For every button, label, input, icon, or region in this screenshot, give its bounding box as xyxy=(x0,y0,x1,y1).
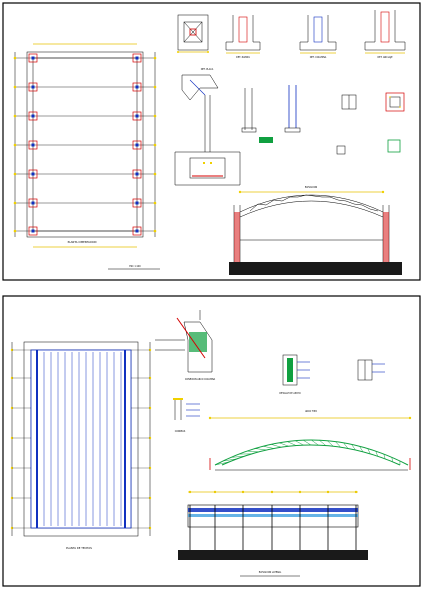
truss-member xyxy=(247,450,260,453)
axis-marker xyxy=(153,114,157,118)
footing xyxy=(28,53,38,63)
column-base xyxy=(31,201,35,205)
truss-member xyxy=(295,440,304,446)
truss-member xyxy=(375,451,378,457)
truss-member xyxy=(327,440,334,447)
axis-marker xyxy=(13,229,17,233)
elevation-title-1: ELEVACION xyxy=(305,186,318,189)
footing xyxy=(28,198,38,208)
axis-marker xyxy=(13,143,17,147)
axis-marker xyxy=(13,56,17,60)
arch-truss: ARCO TIPO xyxy=(208,410,412,471)
truss-member xyxy=(303,439,312,446)
green-plate xyxy=(259,137,273,143)
purlin-detail: CORREAS xyxy=(173,398,200,433)
footing xyxy=(132,82,142,92)
truss-member xyxy=(311,439,319,446)
bolt-details xyxy=(336,92,405,155)
column-base xyxy=(135,85,139,89)
column-base xyxy=(135,172,139,176)
truss-member xyxy=(263,446,274,449)
footing-detail xyxy=(177,14,209,53)
column-base xyxy=(31,172,35,176)
footing xyxy=(132,111,142,121)
detail-3-label: DET. ANCLAJE xyxy=(378,56,394,59)
foundation-plan: PLANTA CIMENTACION ESC 1:100 xyxy=(13,43,160,270)
footing xyxy=(132,53,142,63)
column-base xyxy=(31,143,35,147)
connection-2-label: DETALLE DE APOYO xyxy=(279,392,301,395)
axis-marker xyxy=(153,85,157,89)
side-elevation: ELEVACION LATERAL xyxy=(178,490,368,577)
connection-1-label: CONEXION ARCO COLUMNA xyxy=(185,378,216,381)
detail-2-label: DET. COLUMNA xyxy=(310,56,327,59)
truss-member xyxy=(319,439,326,446)
truss-member xyxy=(271,444,282,448)
sheet-2: PLANTA DE TECHOS CONEXION ARCO COLUMNA C… xyxy=(2,295,421,587)
column-base xyxy=(31,114,35,118)
column-base xyxy=(135,201,139,205)
footing xyxy=(28,82,38,92)
truss-member xyxy=(287,441,297,446)
column-base xyxy=(135,114,139,118)
detail-1-label: DET. ZAPATA xyxy=(236,56,250,59)
truss-member xyxy=(343,442,349,449)
axis-marker xyxy=(153,201,157,205)
truss-member xyxy=(351,444,356,451)
truss-member xyxy=(367,448,371,455)
truss-member xyxy=(255,448,267,451)
column-detail-2: DET. COLUMNA xyxy=(299,15,337,59)
footing xyxy=(28,169,38,179)
truss-member xyxy=(359,446,364,452)
plan-title: PLANTA CIMENTACION xyxy=(68,240,97,244)
sheet-1: PLANTA CIMENTACION ESC 1:100 DET. ZAPATA… xyxy=(2,2,421,281)
footing xyxy=(132,198,142,208)
footing xyxy=(132,226,142,236)
axis-marker xyxy=(13,85,17,89)
axis-marker xyxy=(153,229,157,233)
arch-elevation: ELEVACION xyxy=(229,186,402,275)
axis-marker xyxy=(153,56,157,60)
arch-title: ARCO TIPO xyxy=(305,410,317,413)
truss-member xyxy=(230,456,245,458)
column-detail-3: DET. ANCLAJE xyxy=(364,10,406,59)
column-base xyxy=(135,56,139,60)
column-base xyxy=(31,85,35,89)
truss-member xyxy=(335,441,341,448)
plan-subtitle: ESC 1:100 xyxy=(129,265,141,268)
truss-member xyxy=(222,458,237,462)
footing xyxy=(132,169,142,179)
ground-band xyxy=(229,262,402,275)
footing xyxy=(28,111,38,121)
column-base xyxy=(135,143,139,147)
roof-plan-title: PLANTA DE TECHOS xyxy=(66,546,92,550)
column-base xyxy=(135,229,139,233)
column-base xyxy=(31,229,35,233)
truss-member xyxy=(391,457,393,462)
detail-4-label: DET. PLACA xyxy=(201,68,214,71)
anchor-detail: DET. PLACA xyxy=(174,68,241,186)
elevation-title-2: ELEVACION LATERAL xyxy=(259,571,282,574)
column-base xyxy=(31,56,35,60)
footing xyxy=(28,226,38,236)
truss-member xyxy=(383,453,386,459)
axis-marker xyxy=(153,143,157,147)
connection-details-right: DETALLE DE APOYO xyxy=(279,354,385,395)
axis-marker xyxy=(13,114,17,118)
axis-marker xyxy=(153,172,157,176)
footing xyxy=(28,140,38,150)
sheet-1-border xyxy=(2,2,421,281)
purlin-label: CORREAS xyxy=(175,430,186,433)
connection-detail-top: CONEXION ARCO COLUMNA xyxy=(155,310,216,381)
column-detail-1: DET. ZAPATA xyxy=(225,15,261,59)
roof-plan: PLANTA DE TECHOS xyxy=(10,341,152,550)
footing xyxy=(132,140,142,150)
axis-marker xyxy=(13,172,17,176)
truss-member xyxy=(214,461,230,466)
axis-marker xyxy=(13,201,17,205)
truss-member xyxy=(279,442,289,447)
plate-detail xyxy=(241,85,301,143)
